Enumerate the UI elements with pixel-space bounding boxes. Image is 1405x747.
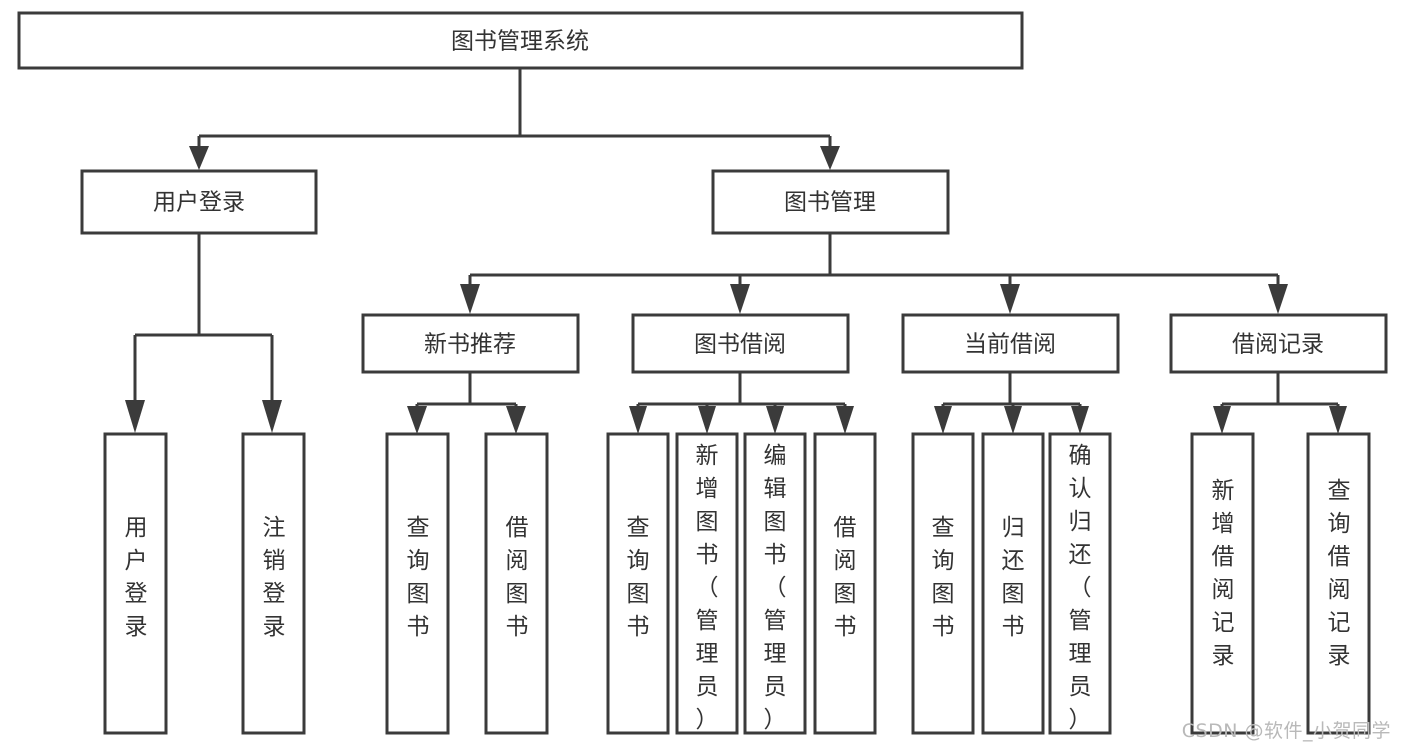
arrow-to-leaf-query-book-3 bbox=[934, 406, 952, 434]
node-leaf-query-book-2-box[interactable] bbox=[606, 432, 670, 735]
node-leaf-edit-book-box[interactable] bbox=[743, 432, 807, 735]
node-book-borrow-label: 图书借阅 bbox=[694, 332, 786, 358]
node-leaf-logout-label: 注销登录 bbox=[263, 515, 286, 640]
node-leaf-return-book-label: 归还图书 bbox=[1002, 515, 1025, 640]
node-borrow-record-box[interactable] bbox=[1169, 313, 1388, 374]
node-leaf-borrow-book-2-box[interactable] bbox=[813, 432, 877, 735]
node-leaf-edit-book[interactable]: 编辑图书（管理员） bbox=[743, 432, 807, 735]
node-new-book-rec-label: 新书推荐 bbox=[424, 332, 516, 358]
node-leaf-query-book-1-box[interactable] bbox=[385, 432, 450, 735]
csdn-watermark: CSDN @软件_小贺同学 bbox=[1181, 720, 1391, 742]
node-leaf-add-book-label: 新增图书（管理员） bbox=[696, 443, 719, 733]
node-leaf-add-record-label: 新增借阅记录 bbox=[1212, 478, 1235, 669]
node-leaf-add-book-box[interactable] bbox=[675, 432, 739, 735]
node-leaf-add-record[interactable]: 新增借阅记录 bbox=[1190, 432, 1255, 735]
node-borrow-record[interactable]: 借阅记录 bbox=[1169, 313, 1388, 374]
node-book-manage-label: 图书管理 bbox=[784, 190, 876, 216]
node-leaf-borrow-book-2-label: 借阅图书 bbox=[834, 515, 857, 640]
node-leaf-query-book-1-label: 查询图书 bbox=[407, 515, 430, 640]
arrow-to-leaf-query-book-1 bbox=[407, 406, 427, 434]
node-root-box[interactable] bbox=[17, 11, 1024, 70]
connector-layer bbox=[125, 68, 1347, 434]
arrow-to-leaf-borrow-book-2 bbox=[836, 406, 854, 434]
node-leaf-query-record-box[interactable] bbox=[1306, 432, 1371, 735]
arrow-to-leaf-edit-book bbox=[766, 406, 784, 434]
node-leaf-query-record[interactable]: 查询借阅记录 bbox=[1306, 432, 1371, 735]
arrow-to-new-book-rec bbox=[460, 284, 480, 314]
node-book-borrow-box[interactable] bbox=[631, 313, 850, 374]
node-leaf-add-record-box[interactable] bbox=[1190, 432, 1255, 735]
node-current-borrow-label: 当前借阅 bbox=[964, 332, 1056, 358]
arrow-to-leaf-query-record bbox=[1329, 406, 1347, 434]
node-leaf-confirm-return-box[interactable] bbox=[1048, 432, 1112, 735]
node-leaf-borrow-book-1-label: 借阅图书 bbox=[506, 515, 529, 640]
node-user-login[interactable]: 用户登录 bbox=[80, 169, 318, 235]
node-leaf-query-book-3-box[interactable] bbox=[911, 432, 975, 735]
node-leaf-add-book[interactable]: 新增图书（管理员） bbox=[675, 432, 739, 735]
node-root[interactable]: 图书管理系统 bbox=[17, 11, 1024, 70]
node-leaf-query-book-3[interactable]: 查询图书 bbox=[911, 432, 975, 735]
node-user-login-box[interactable] bbox=[80, 169, 318, 235]
node-new-book-rec[interactable]: 新书推荐 bbox=[361, 313, 580, 374]
node-leaf-borrow-book-1-box[interactable] bbox=[484, 432, 549, 735]
arrow-to-leaf-add-book bbox=[698, 406, 716, 434]
arrow-to-leaf-query-book-2 bbox=[629, 406, 647, 434]
node-book-borrow[interactable]: 图书借阅 bbox=[631, 313, 850, 374]
node-leaf-query-record-label: 查询借阅记录 bbox=[1328, 478, 1351, 669]
node-leaf-query-book-3-label: 查询图书 bbox=[932, 515, 955, 640]
node-book-manage-box[interactable] bbox=[711, 169, 950, 235]
node-leaf-user-login-box[interactable] bbox=[103, 432, 168, 735]
node-leaf-user-login-label: 用户登录 bbox=[125, 515, 148, 640]
node-leaf-confirm-return-label: 确认归还（管理员） bbox=[1069, 443, 1092, 733]
arrow-to-leaf-borrow-book-1 bbox=[506, 406, 526, 434]
node-user-login-label: 用户登录 bbox=[153, 190, 245, 216]
arrow-to-book-manage bbox=[820, 146, 840, 170]
arrow-to-user-login bbox=[189, 146, 209, 170]
node-leaf-logout-box[interactable] bbox=[241, 432, 306, 735]
node-current-borrow-box[interactable] bbox=[901, 313, 1120, 374]
node-borrow-record-label: 借阅记录 bbox=[1232, 332, 1324, 358]
node-book-manage[interactable]: 图书管理 bbox=[711, 169, 950, 235]
arrow-to-leaf-add-record bbox=[1213, 406, 1231, 434]
node-leaf-borrow-book-2[interactable]: 借阅图书 bbox=[813, 432, 877, 735]
arrow-to-leaf-return-book bbox=[1004, 406, 1022, 434]
node-leaf-user-login[interactable]: 用户登录 bbox=[103, 432, 168, 735]
arrow-to-leaf-confirm-return bbox=[1071, 406, 1089, 434]
arrow-to-book-borrow bbox=[730, 284, 750, 314]
node-new-book-rec-box[interactable] bbox=[361, 313, 580, 374]
node-leaf-edit-book-label: 编辑图书（管理员） bbox=[764, 443, 787, 733]
arrow-to-leaf-logout bbox=[262, 400, 282, 433]
node-leaf-return-book-box[interactable] bbox=[981, 432, 1045, 735]
node-leaf-query-book-2[interactable]: 查询图书 bbox=[606, 432, 670, 735]
node-leaf-query-book-2-label: 查询图书 bbox=[627, 515, 650, 640]
node-leaf-confirm-return[interactable]: 确认归还（管理员） bbox=[1048, 432, 1112, 735]
node-leaf-query-book-1[interactable]: 查询图书 bbox=[385, 432, 450, 735]
arrow-to-borrow-record bbox=[1268, 284, 1288, 314]
node-current-borrow[interactable]: 当前借阅 bbox=[901, 313, 1120, 374]
arrow-to-current-borrow bbox=[1000, 284, 1020, 314]
node-leaf-logout[interactable]: 注销登录 bbox=[241, 432, 306, 735]
arrow-to-leaf-user-login bbox=[125, 400, 145, 433]
node-leaf-borrow-book-1[interactable]: 借阅图书 bbox=[484, 432, 549, 735]
node-root-label: 图书管理系统 bbox=[451, 29, 589, 55]
node-leaf-return-book[interactable]: 归还图书 bbox=[981, 432, 1045, 735]
